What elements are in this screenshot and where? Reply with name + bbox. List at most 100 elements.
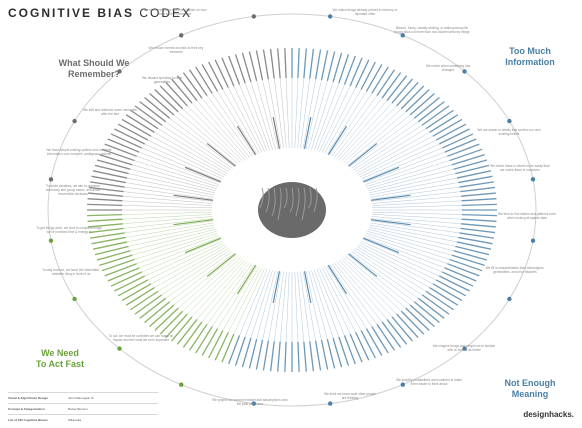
bias-label-line [139, 297, 167, 319]
bias-branch [128, 173, 216, 194]
bias-branch [154, 132, 228, 174]
bias-label-line [355, 59, 370, 88]
note-stereotypes: We fill in characteristics from stereoty… [485, 266, 545, 274]
bias-branch [365, 156, 448, 185]
bias-label-line [381, 321, 402, 348]
bias-branch [127, 177, 215, 196]
bias-branch [311, 270, 334, 339]
bias-label-line [409, 304, 435, 328]
bias-label-line [188, 69, 208, 97]
credit-value: John Manoogian III [68, 396, 94, 400]
category-dot [530, 177, 536, 182]
category-trunk [173, 219, 214, 226]
bias-branch [123, 218, 213, 229]
bias-label-line [343, 55, 356, 85]
bias-label-line [461, 203, 497, 207]
note-bizarre: Bizarre, funny, visually striking, or an… [394, 26, 470, 34]
bias-branch [262, 79, 279, 149]
bias-label-line [88, 227, 124, 234]
bias-label-line [125, 287, 155, 306]
bias-label-line [425, 109, 454, 130]
credit-key: Visual & Algorithmic Design [8, 396, 49, 400]
bias-branch [345, 111, 406, 165]
bias-label-line [139, 101, 167, 123]
bias-label-line [360, 61, 376, 90]
bias-label-line [365, 64, 383, 92]
bias-label-line [449, 148, 483, 162]
bias-branch [297, 271, 305, 342]
bias-label-line [248, 338, 258, 369]
bias-branch [256, 270, 276, 340]
bias-label-line [182, 72, 203, 99]
bias-branch [343, 257, 402, 312]
bias-label-line [88, 223, 123, 228]
bias-branch [343, 108, 402, 163]
bias-label-line [456, 170, 492, 179]
bias-branch [134, 233, 218, 260]
bias-branch [365, 235, 448, 264]
brain-fold [277, 187, 282, 221]
note-mind-reading: We think we know what other people are t… [324, 392, 376, 400]
bias-branch [161, 249, 231, 296]
bias-branch [136, 156, 219, 185]
brand-logo: designhacks. [523, 410, 574, 419]
bias-label-line [241, 337, 252, 368]
bias-branch [334, 97, 383, 158]
bias-branch [319, 268, 351, 335]
brain-fold [265, 187, 270, 213]
bias-label-line [451, 254, 485, 267]
note-discard-specifics: We discard specifics to form generalitie… [142, 76, 182, 84]
bias-branch [169, 118, 235, 168]
note-avoid-mistakes: To avoid mistakes, we aim to preserve au… [45, 184, 101, 196]
bias-label-line [391, 78, 413, 104]
bias-label-line [451, 153, 485, 166]
bias-branch [122, 205, 213, 209]
bias-branch [256, 80, 276, 150]
bias-label-line [461, 213, 497, 217]
bias-label-line [459, 181, 494, 188]
bias-branch [371, 191, 461, 202]
bias-branch [124, 186, 214, 200]
bias-branch [363, 236, 445, 269]
bias-label-line [88, 186, 124, 193]
category-dot [400, 382, 405, 387]
bias-label-line [262, 340, 269, 371]
bias-branch [139, 151, 221, 184]
note-project-mindset: We project our current mindset and assum… [212, 398, 288, 406]
bias-label-line [208, 61, 224, 90]
bias-branch [363, 151, 445, 184]
bias-label-line [297, 48, 300, 79]
bias-label-line [455, 164, 490, 175]
bias-branch [139, 236, 221, 269]
bias-label-line [208, 330, 224, 359]
bias-label-line [228, 55, 241, 85]
bias-label-line [90, 181, 125, 188]
bias-label-line [455, 245, 490, 256]
category-trunk [348, 253, 378, 277]
category-trunk [363, 166, 400, 183]
category-dot [179, 382, 184, 387]
bias-branch [336, 261, 388, 320]
bias-label-line [107, 267, 140, 282]
bias-branch [157, 248, 230, 292]
bias-label-line [99, 254, 133, 267]
bias-label-line [444, 138, 477, 153]
bias-branch [250, 270, 273, 339]
bias-label-line [101, 258, 135, 272]
bias-label-line [405, 89, 430, 113]
bias-branch [130, 228, 216, 251]
bias-label-line [91, 236, 126, 245]
note-patterns: We tend to find stories and patterns eve… [497, 212, 557, 220]
bias-label-line [87, 218, 123, 222]
bias-branch [161, 124, 231, 171]
bias-label-line [435, 123, 467, 141]
category-dot [72, 296, 77, 302]
category-dot [507, 296, 512, 302]
bias-branch [233, 85, 265, 152]
bias-label-line [154, 307, 179, 331]
quadrant-remember-line-2: Remember? [67, 69, 121, 79]
bias-label-line [444, 267, 477, 282]
bias-branch [316, 268, 345, 336]
bias-branch [173, 114, 237, 166]
category-trunk [303, 271, 312, 303]
